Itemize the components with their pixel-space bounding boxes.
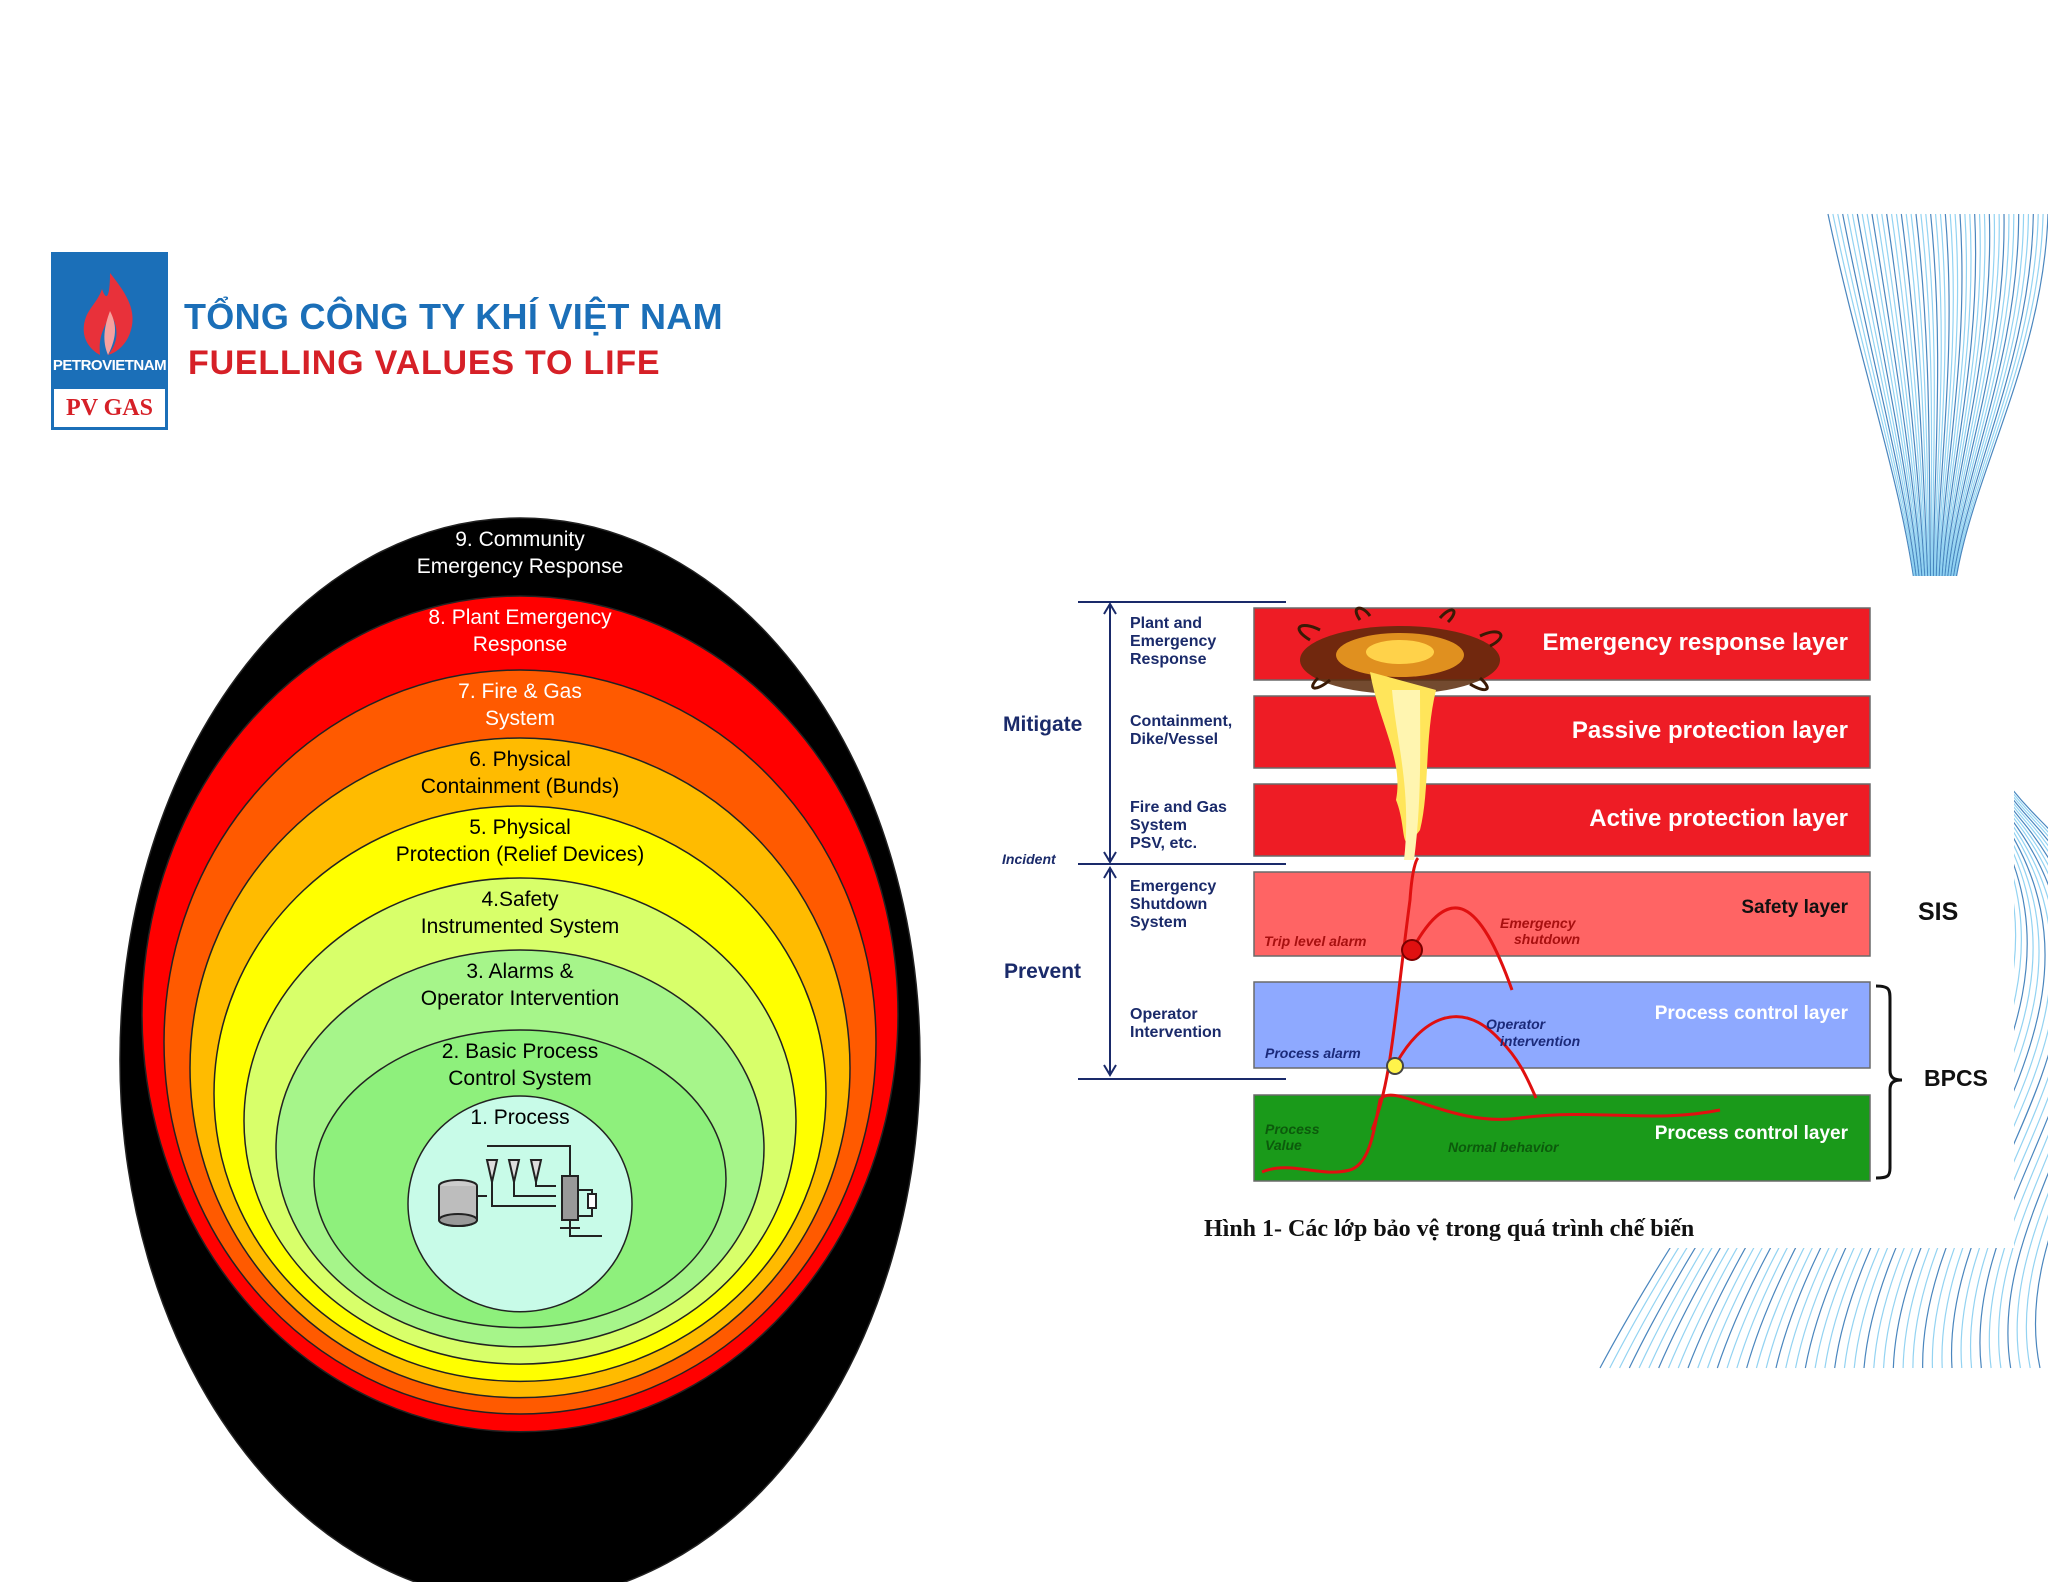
logo-brand-text: PETROVIETNAM <box>52 357 167 374</box>
lopa-band-1-label: Emergency response layer <box>1543 629 1849 656</box>
onion-layer-7-label-1: 7. Fire & Gas <box>458 680 582 703</box>
lopa-band-5-label: Process control layer <box>1655 1003 1849 1024</box>
lopa-left-label-2-line-1: Containment, <box>1130 713 1232 730</box>
onion-layer-8-label-1: 8. Plant Emergency <box>428 606 612 629</box>
lopa-left-label-1-line-2: Emergency <box>1130 633 1216 650</box>
lopa-band-2-label: Passive protection layer <box>1572 717 1848 744</box>
normal-behavior-label: Normal behavior <box>1448 1139 1560 1155</box>
process-equipment-icon <box>438 1145 602 1237</box>
bpcs-brace <box>1875 984 1903 1180</box>
onion-layer-5-label-2: Protection (Relief Devices) <box>396 843 645 866</box>
lopa-band-6-label: Process control layer <box>1655 1123 1849 1144</box>
lopa-left-label-5-line-1: Operator <box>1130 1006 1198 1023</box>
pvgas-logo: PETROVIETNAM PV GAS <box>51 252 168 430</box>
onion-layer-5-label-1: 5. Physical <box>469 816 571 839</box>
process-value-label-1: Process <box>1265 1121 1320 1137</box>
wave-line <box>1948 213 2048 1369</box>
onion-layer-6-label-2: Containment (Bunds) <box>421 775 619 798</box>
logo-sub-text: PV GAS <box>54 389 165 427</box>
bpcs-label: BPCS <box>1924 1065 1988 1091</box>
lopa-band-3-label: Active protection layer <box>1589 805 1848 832</box>
figure-caption: Hình 1- Các lớp bảo vệ trong quá trình c… <box>1204 1216 1694 1242</box>
onion-layer-9-label-2: Emergency Response <box>417 555 624 578</box>
lopa-left-label-3-line-2: System <box>1130 817 1187 834</box>
wave-line <box>1949 213 2048 1369</box>
lopa-band-2 <box>1253 695 1871 769</box>
trip-level-alarm-label: Trip level alarm <box>1264 933 1366 949</box>
onion-layer-3-label-2: Operator Intervention <box>421 987 619 1010</box>
lopa-left-label-4-line-1: Emergency <box>1130 878 1216 895</box>
left-bracket <box>1078 601 1286 1080</box>
lopa-band-3 <box>1253 783 1871 857</box>
onion-layer-1 <box>407 1095 633 1313</box>
mitigate-label: Mitigate <box>1003 713 1082 736</box>
sis-label: SIS <box>1918 898 1958 926</box>
emergency-shutdown-label-2: shutdown <box>1514 931 1580 947</box>
operator-intervention-label-1: Operator <box>1486 1016 1547 1032</box>
lopa-left-label-5-line-2: Intervention <box>1130 1024 1222 1041</box>
process-alarm-label: Process alarm <box>1265 1045 1361 1061</box>
wave-line <box>1950 213 2048 1369</box>
slogan: FUELLING VALUES TO LIFE <box>188 344 661 382</box>
operator-intervention-label-2: intervention <box>1500 1033 1580 1049</box>
lopa-left-label-1-line-3: Response <box>1130 651 1207 668</box>
lopa-band-4-label: Safety layer <box>1741 897 1848 918</box>
lopa-left-label-3-line-1: Fire and Gas <box>1130 799 1227 816</box>
onion-layer-4-label-2: Instrumented System <box>421 915 619 938</box>
lopa-band-5 <box>1253 981 1871 1069</box>
process-value-label-2: Value <box>1265 1137 1302 1153</box>
wave-line <box>1947 213 2048 1369</box>
company-name: TỔNG CÔNG TY KHÍ VIỆT NAM <box>184 296 723 337</box>
onion-layer-7-label-2: System <box>485 707 555 730</box>
fire-burst-icon <box>1297 606 1503 860</box>
lopa-left-label-4-line-2: Shutdown <box>1130 896 1207 913</box>
lopa-left-label-2-line-2: Dike/Vessel <box>1130 731 1218 748</box>
wave-line <box>1946 213 2048 1369</box>
wave-line <box>1950 213 2048 1369</box>
onion-layer-1-label-1: 1. Process <box>470 1106 569 1129</box>
onion-layer-8-label-2: Response <box>473 633 568 656</box>
prevent-label: Prevent <box>1004 960 1081 983</box>
process-alarm-marker <box>1386 1057 1404 1075</box>
wave-line <box>1948 213 2048 1369</box>
onion-layer-9-label-1: 9. Community <box>455 528 585 551</box>
onion-layer-2-label-1: 2. Basic Process <box>442 1040 598 1063</box>
incident-label: Incident <box>1002 851 1057 867</box>
onion-layer-3-label-1: 3. Alarms & <box>466 960 573 983</box>
lopa-left-label-3-line-3: PSV, etc. <box>1130 835 1197 852</box>
onion-layer-2-label-2: Control System <box>448 1067 592 1090</box>
lopa-left-label-4-line-3: System <box>1130 914 1187 931</box>
lopa-left-label-1-line-1: Plant and <box>1130 615 1202 632</box>
trip-level-marker <box>1401 939 1423 961</box>
onion-layer-4-label-1: 4.Safety <box>481 888 559 911</box>
flame-icon <box>83 273 133 355</box>
onion-layer-6-label-1: 6. Physical <box>469 748 571 771</box>
process-curves <box>1261 856 1721 1174</box>
lopa-band-4 <box>1253 871 1871 957</box>
emergency-shutdown-label-1: Emergency <box>1500 915 1577 931</box>
